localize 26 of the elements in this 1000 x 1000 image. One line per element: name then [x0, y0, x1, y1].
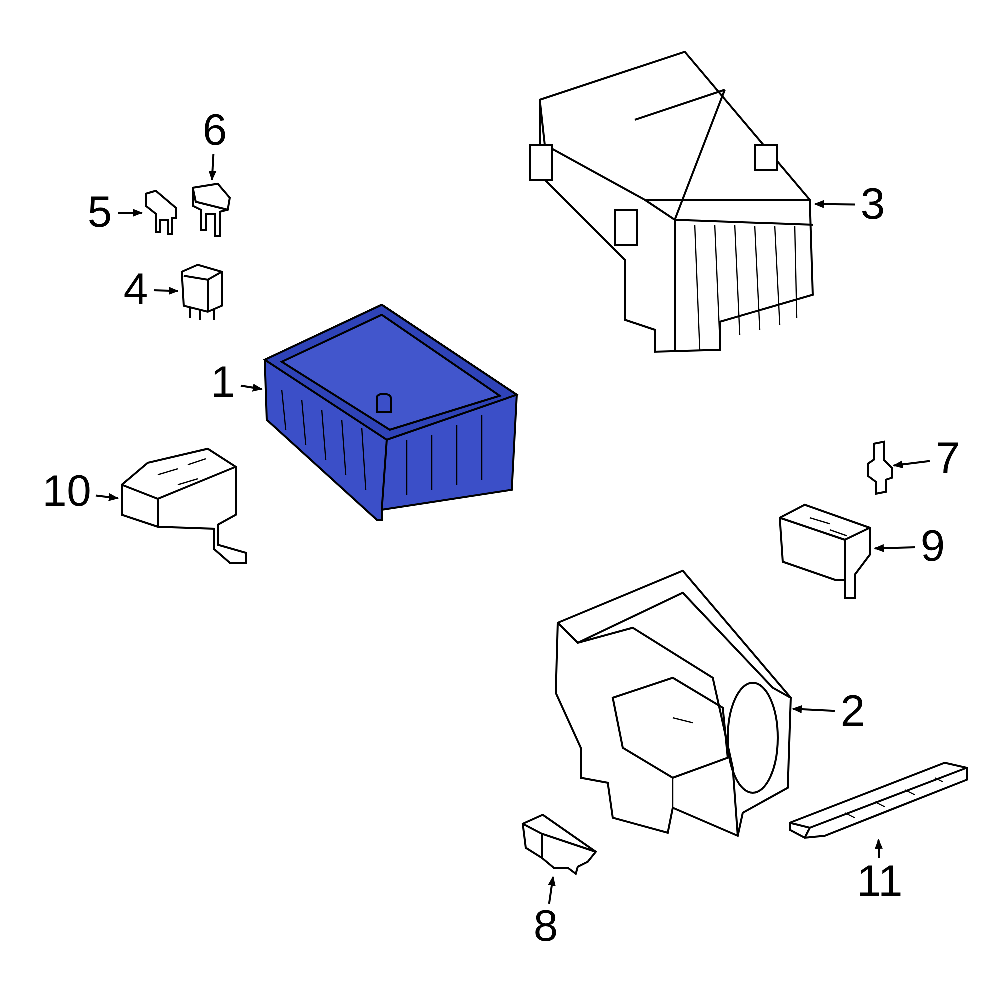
leader-arrow — [814, 200, 856, 208]
mounting-bracket-drawing — [553, 568, 793, 838]
leader-arrow — [240, 384, 263, 392]
callout-number: 2 — [840, 690, 866, 734]
callout-number: 3 — [860, 183, 886, 227]
callout-number: 6 — [202, 109, 228, 153]
fuse-drawing — [142, 188, 180, 238]
callout-number: 9 — [920, 525, 946, 569]
callout-number: 11 — [857, 860, 903, 904]
fuse-drawing — [866, 440, 894, 495]
leader-arrow — [96, 493, 119, 502]
leader-arrow — [548, 876, 556, 904]
leader-arrow — [792, 705, 836, 714]
callout-number: 4 — [124, 268, 148, 312]
relay-drawing — [178, 262, 226, 322]
leader-arrow — [154, 287, 179, 295]
leader-arrow — [208, 154, 217, 181]
leader-arrow — [893, 460, 930, 469]
callout-number: 5 — [88, 191, 112, 235]
leader-arrow — [874, 544, 916, 552]
callout-number: 10 — [42, 470, 92, 514]
callout-number: 1 — [210, 361, 236, 405]
callout-number: 8 — [534, 905, 558, 949]
leader-arrow — [875, 839, 883, 858]
leader-arrow — [118, 209, 143, 217]
callout-number: 7 — [936, 437, 960, 481]
